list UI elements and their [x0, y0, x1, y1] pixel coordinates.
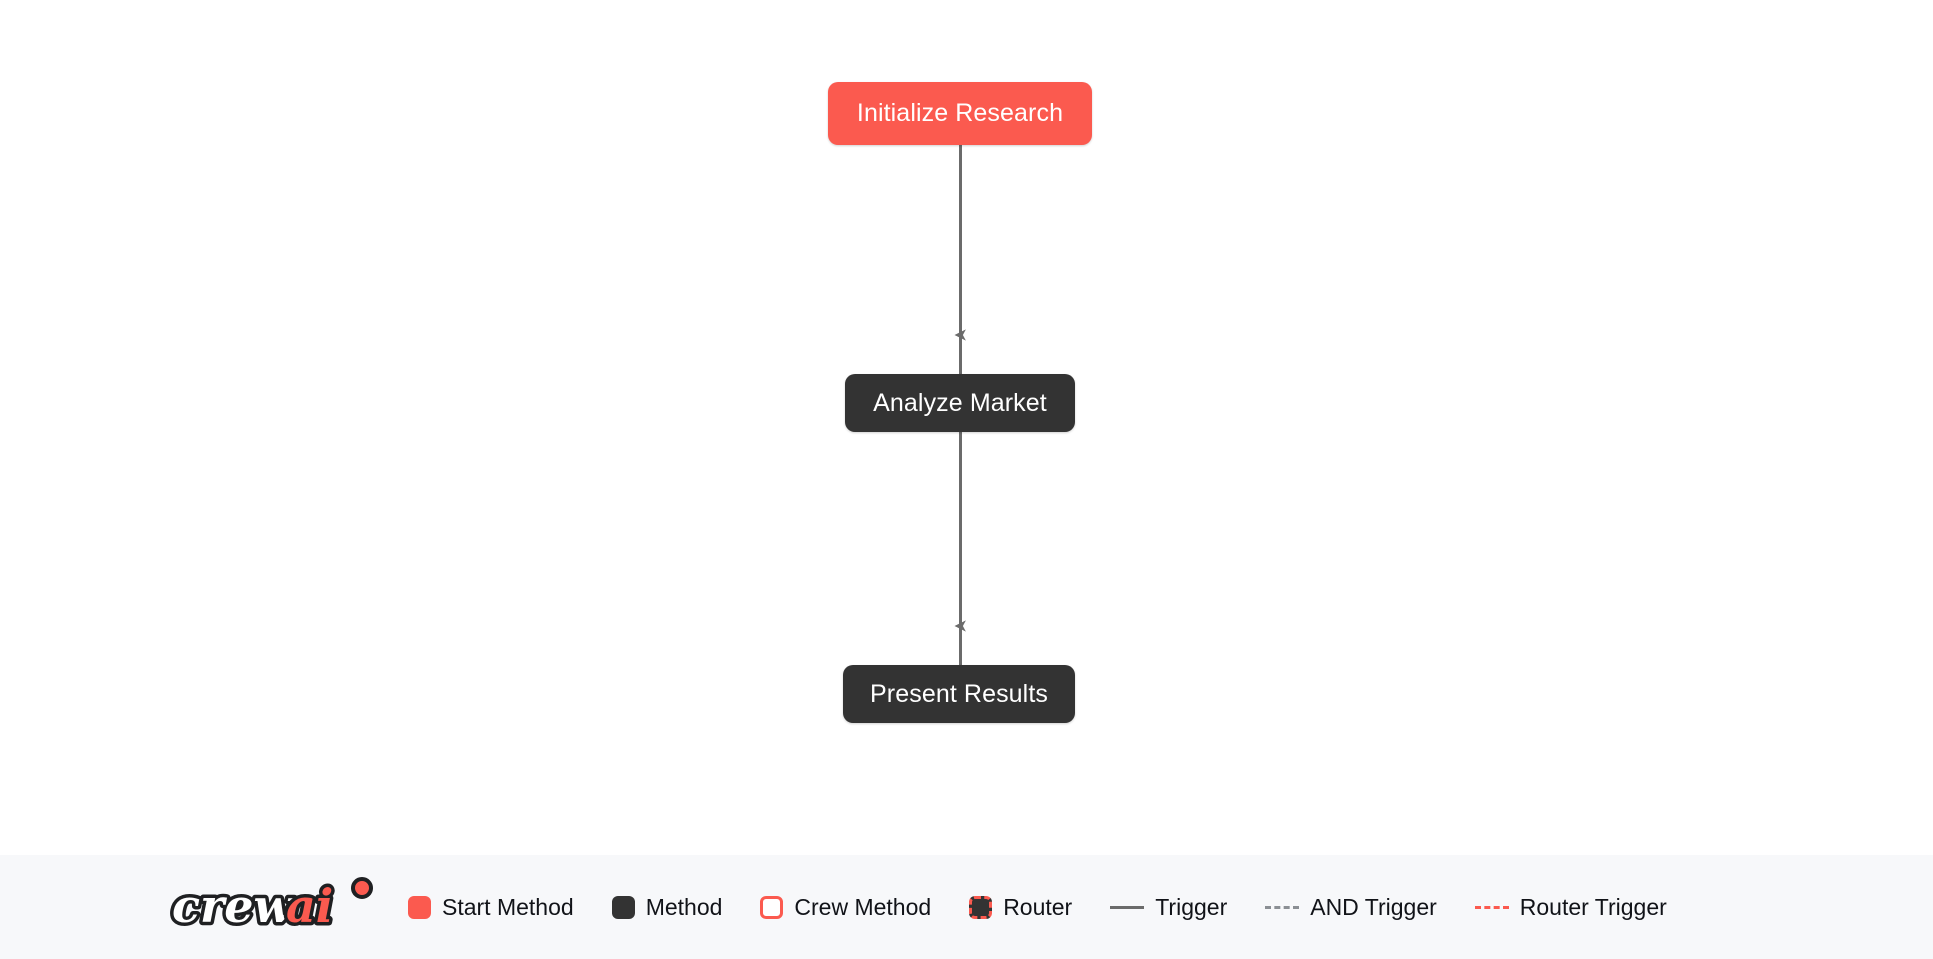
router-swatch-icon	[969, 895, 993, 919]
legend-item-label: Router Trigger	[1519, 893, 1667, 920]
legend-item-and-trigger: AND Trigger	[1265, 893, 1437, 920]
flow-canvas[interactable]: Initialize Research Analyze Market Prese…	[0, 0, 1933, 855]
legend-item-crew-method: Crew Method	[760, 893, 932, 920]
legend-bar: crew ai Start Method Method Crew Method …	[0, 855, 1933, 959]
start-method-swatch-icon	[408, 895, 431, 919]
flow-node-initialize-research[interactable]: Initialize Research	[828, 82, 1092, 145]
crew-method-swatch-icon	[760, 895, 784, 919]
crewai-logo-text-primary: crew	[172, 879, 295, 933]
legend-item-method: Method	[611, 893, 723, 920]
legend-item-label: Method	[645, 893, 723, 920]
method-swatch-icon	[611, 895, 635, 919]
flow-node-label: Analyze Market	[873, 388, 1047, 417]
and-trigger-line-icon	[1265, 905, 1300, 909]
trigger-line-icon	[1110, 905, 1145, 909]
legend-item-router: Router	[969, 893, 1073, 920]
legend-item-label: Start Method	[442, 893, 574, 920]
flow-node-analyze-market[interactable]: Analyze Market	[845, 374, 1075, 432]
flow-node-label: Initialize Research	[856, 99, 1064, 127]
flow-node-present-results[interactable]: Present Results	[843, 665, 1075, 723]
crewai-logo-svg: crew ai	[169, 876, 373, 937]
legend-item-label: Trigger	[1155, 893, 1228, 920]
legend-item-label: Crew Method	[794, 893, 932, 920]
crewai-logo: crew ai	[168, 876, 380, 938]
router-trigger-line-icon	[1474, 905, 1509, 909]
crewai-logo-text-accent: ai	[286, 879, 333, 933]
legend-item-trigger: Trigger	[1110, 893, 1228, 920]
legend-item-start-method: Start Method	[408, 893, 574, 920]
flow-node-label: Present Results	[870, 679, 1048, 708]
legend-item-label: AND Trigger	[1310, 893, 1437, 920]
legend-item-label: Router	[1003, 893, 1073, 920]
crewai-logo-dot-icon	[351, 877, 373, 899]
legend-item-router-trigger: Router Trigger	[1474, 893, 1667, 920]
